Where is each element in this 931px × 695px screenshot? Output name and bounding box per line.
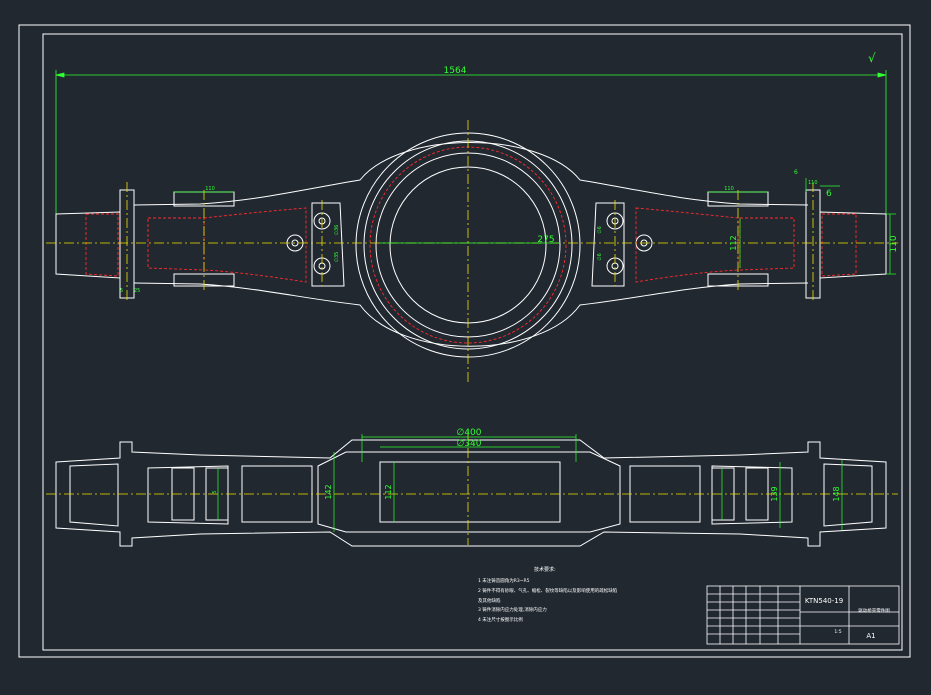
bore-c-label: ∅6 — [597, 226, 603, 234]
center-lines-top — [46, 120, 898, 385]
part-name: 驱动桥壳零件图 — [858, 607, 890, 614]
bore-a-label: ∅36 — [334, 225, 340, 236]
tech-note-2: 2 铸件不得有砂眼、气孔、缩松、裂纹等缺陷以及影响使用的疏松缺陷 — [478, 587, 618, 594]
top-view: 1564 — [46, 66, 899, 385]
tech-notes-title: 技术要求: — [534, 566, 556, 573]
section-d-label: 148 — [832, 486, 841, 501]
section-a-label: 142 — [324, 484, 333, 499]
flange-gap-label: 6 — [794, 169, 798, 176]
front-view: ∅400 ∅340 142 112 139 148 5 — [46, 428, 898, 547]
title-block — [706, 585, 900, 645]
outer-frame — [18, 24, 911, 658]
small-left-label: 5 — [120, 288, 123, 294]
flange-width-top-label: 110 — [808, 180, 818, 186]
bowl-diameter-label: 275 — [537, 235, 554, 245]
section-e-label: 5 — [212, 490, 218, 493]
center-lines-front — [46, 430, 898, 545]
scale-value: 1:5 — [834, 629, 841, 635]
left-pad-width-label: 110 — [205, 186, 215, 192]
bore-b-label: ∅35 — [334, 252, 340, 263]
tech-note-2b: 及其他缺陷 — [478, 597, 501, 604]
technical-notes: 技术要求: 1 未注铸造圆角为R3~R5 2 铸件不得有砂眼、气孔、缩松、裂纹等… — [478, 566, 618, 623]
inner-frame — [42, 33, 903, 651]
bore-d-label: ∅6 — [597, 253, 603, 261]
section-b-label: 112 — [384, 484, 393, 499]
drawing-number: KTN540-19 — [805, 597, 843, 605]
tech-note-3: 3 铸件消除内应力处理,消除内应力 — [478, 606, 547, 613]
tech-note-4: 4 未注尺寸按图示比例 — [478, 616, 523, 623]
inner-diameter-label: ∅340 — [456, 439, 481, 449]
sheet-size: A1 — [866, 632, 875, 640]
end-height-label: 110 — [889, 235, 899, 252]
overall-length-dimension — [55, 70, 887, 238]
right-section-height-label: 112 — [729, 235, 738, 250]
dimension-lines-front — [217, 434, 843, 532]
axle-housing-outline-front — [55, 439, 887, 547]
flange-gap-b-label: 6 — [826, 189, 832, 199]
right-pad-width-label: 110 — [724, 186, 734, 192]
small-left-b-label: 25 — [134, 288, 140, 294]
dimension-lines-top — [174, 178, 896, 275]
section-c-label: 139 — [770, 486, 779, 501]
tech-note-1: 1 未注铸造圆角为R3~R5 — [478, 577, 530, 584]
overall-length-label: 1564 — [444, 66, 467, 76]
surface-finish-icon: √ — [868, 51, 876, 65]
outer-diameter-label: ∅400 — [456, 428, 481, 438]
